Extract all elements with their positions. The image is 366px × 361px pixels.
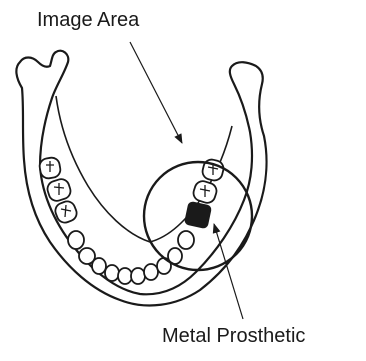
tooth <box>92 258 106 274</box>
tooth <box>105 265 119 281</box>
image-area-label: Image Area <box>37 10 139 30</box>
tooth <box>118 268 132 284</box>
metal-prosthetic-leader <box>214 224 243 319</box>
tooth <box>178 231 194 249</box>
image-area-leader <box>130 42 182 143</box>
tooth <box>68 231 84 249</box>
metal-prosthetic-label: Metal Prosthetic <box>162 326 305 346</box>
metal-prosthetic-mark <box>184 201 212 229</box>
tooth <box>144 264 158 280</box>
tooth <box>131 268 145 284</box>
